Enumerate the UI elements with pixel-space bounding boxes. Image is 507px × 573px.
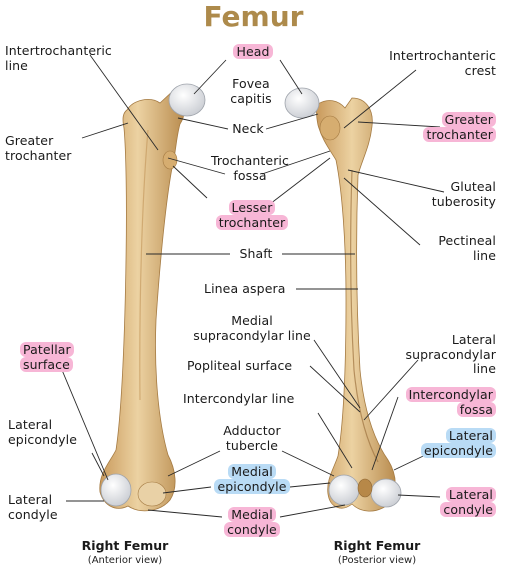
right-femur (284, 87, 402, 512)
right-linea-aspera (350, 169, 379, 463)
leader-lines (61, 54, 445, 518)
right-intercondylar-fossa (357, 478, 373, 498)
right-medial-condyle (328, 474, 360, 506)
caption-left-title: Right Femur (81, 538, 169, 553)
right-femur-bone (316, 97, 396, 512)
right-femoral-head (284, 87, 320, 119)
right-lateral-condyle (370, 478, 402, 508)
label-linea-aspera: Linea aspera (204, 281, 286, 296)
caption-right-subtitle: (Posterior view) (337, 555, 417, 566)
left-femur-bone (99, 89, 185, 512)
left-shaft-shade (139, 129, 149, 401)
label-intercondylar-line: Intercondylar line (183, 391, 295, 406)
label-popliteal-surface: Popliteal surface (187, 358, 293, 373)
label-shaft: Shaft (239, 246, 273, 261)
page-title: Femur (203, 0, 304, 33)
left-lateral-condyle (100, 473, 132, 507)
left-lesser-trochanter-bump (162, 150, 178, 170)
caption-left-subtitle: (Anterior view) (87, 555, 163, 566)
label-neck: Neck (232, 121, 264, 136)
left-femur (99, 83, 206, 512)
label-head: Head (218, 44, 288, 60)
caption-right-title: Right Femur (333, 538, 421, 553)
left-femoral-head (168, 83, 206, 117)
left-medial-condyle (137, 481, 167, 507)
right-greater-trochanter-bump (319, 115, 341, 141)
